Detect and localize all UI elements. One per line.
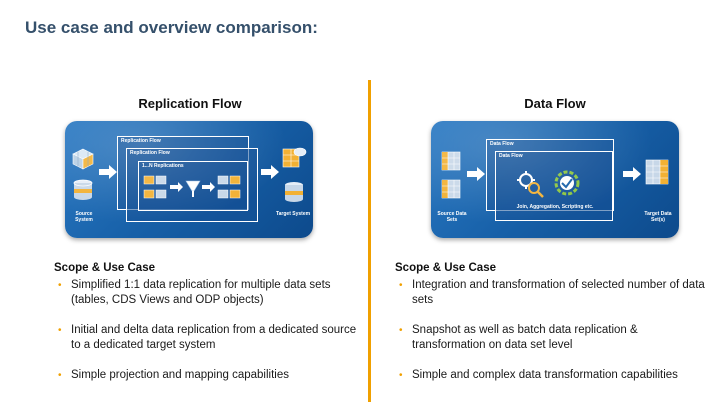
gear-magnifier-icon xyxy=(517,171,544,198)
list-item: Initial and delta data replication from … xyxy=(54,323,359,353)
replication-flow-title: Replication Flow xyxy=(138,96,242,111)
data-flow-scope-heading: Scope & Use Case xyxy=(395,262,496,274)
column-divider xyxy=(368,80,371,402)
data-flow-bullet-list: Integration and transformation of select… xyxy=(395,278,710,383)
target-data-sets-label: Target Data Set(s) xyxy=(644,211,672,223)
replication-frame-outer-label: Replication Flow xyxy=(121,138,161,144)
target-table-icon xyxy=(645,159,669,185)
data-flow-frame-inner: Data Flow xyxy=(495,151,613,221)
list-item: Simple and complex data transformation c… xyxy=(395,368,710,383)
target-system-label: Target System xyxy=(275,211,311,217)
data-flow-title: Data Flow xyxy=(524,96,586,111)
replications-frame-inner-label: 1...N Replications xyxy=(142,163,184,169)
page-title: Use case and overview comparison: xyxy=(25,18,318,37)
arrow-right-icon xyxy=(99,165,117,179)
replication-scope-heading: Scope & Use Case xyxy=(54,262,155,274)
source-system-label: Source System xyxy=(75,211,93,223)
replication-flow-diagram: Source System Replication Flow Replicati… xyxy=(65,121,313,238)
source-database-icon xyxy=(73,179,93,200)
cube-icon xyxy=(72,148,94,170)
replication-frame-middle-label: Replication Flow xyxy=(130,150,170,156)
arrow-right-icon xyxy=(623,167,641,181)
replication-bullet-list: Simplified 1:1 data replication for mult… xyxy=(54,278,359,383)
gear-check-icon xyxy=(554,170,580,196)
arrow-right-icon xyxy=(261,165,279,179)
target-table-icon xyxy=(282,147,307,168)
source-data-sets-label: Source Data Sets xyxy=(437,211,467,223)
list-item: Snapshot as well as batch data replicati… xyxy=(395,323,710,353)
data-flow-diagram: Source Data Sets Data Flow Data Flow Joi… xyxy=(431,121,679,238)
source-table-icon xyxy=(441,179,461,199)
target-database-icon xyxy=(285,182,303,202)
arrow-right-icon xyxy=(467,167,485,181)
list-item: Integration and transformation of select… xyxy=(395,278,710,308)
replication-pipeline-icon xyxy=(143,175,241,199)
process-label: Join, Aggregation, Scripting etc. xyxy=(516,204,594,210)
data-flow-frame-inner-label: Data Flow xyxy=(499,153,523,159)
list-item: Simple projection and mapping capabiliti… xyxy=(54,368,359,383)
data-flow-frame-outer-label: Data Flow xyxy=(490,141,514,147)
source-table-icon xyxy=(441,151,461,171)
list-item: Simplified 1:1 data replication for mult… xyxy=(54,278,359,308)
